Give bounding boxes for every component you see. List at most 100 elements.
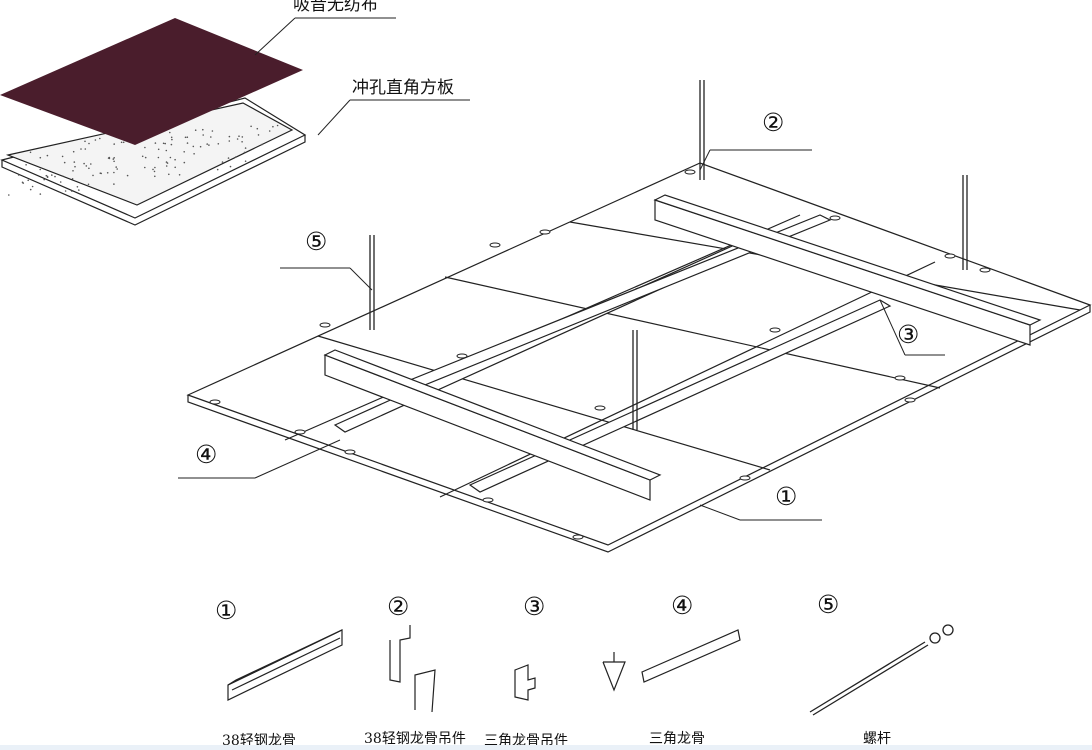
perforation-dot (235, 156, 237, 158)
perforation-dot (30, 152, 32, 154)
perforation-dot (121, 142, 123, 144)
part-number-1: ① (215, 596, 237, 625)
perforation-dot (250, 126, 252, 128)
perforation-dot (217, 169, 219, 171)
perforation-dot (258, 134, 260, 136)
perforation-dot (238, 135, 240, 137)
perforation-dot (88, 143, 90, 145)
perforation-dot (154, 171, 156, 173)
perforation-dot (113, 143, 115, 145)
perforation-dot (80, 148, 82, 150)
perforation-dot (60, 181, 62, 183)
perforation-dot (39, 169, 41, 171)
panel-label: 冲孔直角方板 (352, 78, 454, 98)
perforation-dot (245, 147, 247, 149)
perforation-dot (47, 176, 49, 178)
perforation-dot (100, 172, 102, 174)
perforation-dot (200, 146, 202, 148)
perforation-dot (272, 126, 274, 128)
perforation-dot (25, 164, 27, 166)
perforation-dot (77, 186, 79, 188)
part-number-3: ③ (523, 592, 545, 621)
perforation-dot (229, 140, 231, 142)
perforation-dot (18, 174, 20, 176)
perforation-dot (245, 160, 247, 162)
perforation-dot (115, 166, 117, 168)
bottom-strip (0, 745, 1092, 750)
perforation-dot (174, 167, 176, 169)
perforation-dot (202, 129, 204, 131)
callout-2: ② (762, 108, 784, 137)
perforation-dot (74, 166, 76, 168)
perforation-dot (229, 136, 231, 138)
perforation-dot (158, 157, 160, 159)
perforation-dot (257, 128, 259, 130)
perforation-dot (179, 174, 181, 176)
perforation-dot (107, 172, 109, 174)
perforation-dot (174, 159, 176, 161)
perforation-dot (228, 157, 230, 159)
perforation-dot (185, 137, 187, 139)
perforation-dot (193, 146, 195, 148)
perforation-dot (154, 167, 156, 169)
perforation-dot (90, 163, 92, 165)
perforation-dot (166, 161, 168, 163)
perforation-dot (152, 169, 154, 171)
perforation-dot (8, 194, 10, 196)
perforation-dot (71, 190, 73, 192)
perforation-dot (113, 172, 115, 174)
perforation-dot (32, 186, 34, 188)
perforation-dot (78, 189, 80, 191)
part-4-triangle-keel-icon (603, 630, 740, 690)
perforation-dot (170, 157, 172, 159)
part-3-clip-icon (515, 665, 535, 700)
perforation-dot (208, 144, 210, 146)
perforation-dot (212, 130, 214, 132)
part-number-5: ⑤ (817, 590, 839, 619)
perforation-dot (113, 158, 115, 160)
perforation-dot (187, 142, 189, 144)
perforation-dot (95, 139, 97, 141)
perforation-dot (113, 157, 115, 159)
perforation-dot (184, 162, 186, 164)
part-1-keel-icon (228, 630, 342, 700)
perforation-dot (142, 156, 144, 158)
perforation-dot (59, 191, 61, 193)
perforation-dot (123, 142, 125, 144)
perforation-dot (222, 161, 224, 163)
perforation-dot (154, 176, 156, 178)
perforation-dot (64, 162, 66, 164)
perforation-dot (155, 142, 157, 144)
part-2-hanger-icon (390, 625, 435, 712)
callout-1: ① (775, 482, 797, 511)
perforation-dot (113, 161, 115, 163)
perforation-dot (83, 163, 85, 165)
perforation-dot (166, 165, 168, 167)
perforation-dot (47, 155, 49, 157)
perforation-dot (193, 153, 195, 155)
perforation-dot (62, 156, 64, 158)
perforation-dot (210, 136, 212, 138)
perforation-dot (40, 157, 42, 159)
part-5-rod-icon (810, 625, 953, 715)
perforation-dot (92, 175, 94, 177)
perforation-dot (27, 180, 29, 182)
perforation-dot (168, 174, 170, 176)
callout-3: ③ (897, 320, 919, 349)
perforation-dot (54, 176, 56, 178)
perforation-dot (40, 193, 42, 195)
part-number-4: ④ (671, 591, 693, 620)
perforation-dot (116, 168, 118, 170)
perforation-dot (113, 183, 115, 185)
perforation-dot (158, 149, 160, 151)
perforation-dot (127, 175, 129, 177)
perforation-dot (171, 144, 173, 146)
perforation-dot (88, 168, 90, 170)
perforation-dot (230, 166, 232, 168)
perforation-dot (30, 189, 32, 191)
part-number-2: ② (387, 592, 409, 621)
perforation-dot (269, 130, 271, 132)
callout-4: ④ (195, 440, 217, 469)
perforation-dot (73, 151, 75, 153)
